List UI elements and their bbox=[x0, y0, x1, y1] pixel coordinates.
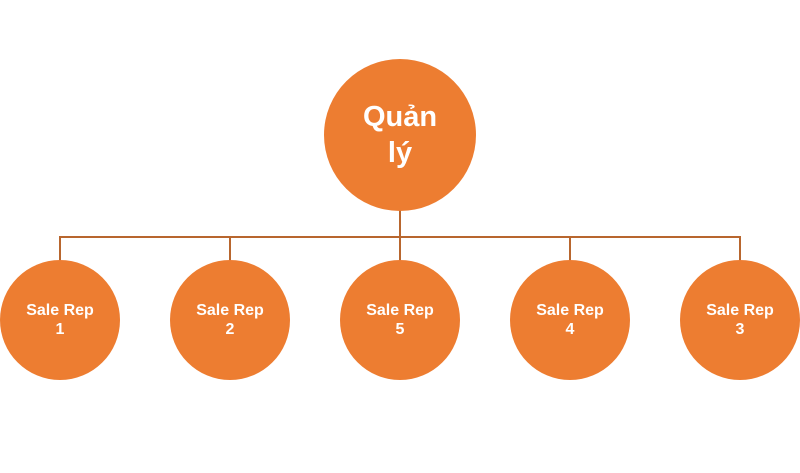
node-number: 4 bbox=[565, 321, 575, 338]
node-number: 3 bbox=[735, 321, 745, 338]
node-number: 1 bbox=[55, 321, 65, 338]
manager-label-line1: Quản bbox=[362, 101, 438, 133]
root-connector bbox=[399, 210, 401, 238]
manager-label-line2: lý bbox=[387, 137, 413, 169]
node-label: Sale Rep bbox=[26, 302, 94, 319]
sale-rep-node: Sale Rep 4 bbox=[510, 260, 630, 380]
node-number: 2 bbox=[225, 321, 235, 338]
child-connector-3 bbox=[399, 236, 401, 262]
sale-rep-node: Sale Rep 5 bbox=[340, 260, 460, 380]
node-label: Sale Rep bbox=[706, 302, 774, 319]
sale-rep-node: Sale Rep 3 bbox=[680, 260, 800, 380]
child-connector-1 bbox=[59, 236, 61, 262]
sale-rep-node: Sale Rep 1 bbox=[0, 260, 120, 380]
node-label: Sale Rep bbox=[366, 302, 434, 319]
sale-rep-node: Sale Rep 2 bbox=[170, 260, 290, 380]
child-connector-5 bbox=[739, 236, 741, 262]
node-label: Sale Rep bbox=[196, 302, 264, 319]
node-number: 5 bbox=[395, 321, 405, 338]
child-connector-4 bbox=[569, 236, 571, 262]
node-label: Sale Rep bbox=[536, 302, 604, 319]
manager-node: Quản lý bbox=[324, 59, 476, 211]
child-connector-2 bbox=[229, 236, 231, 262]
